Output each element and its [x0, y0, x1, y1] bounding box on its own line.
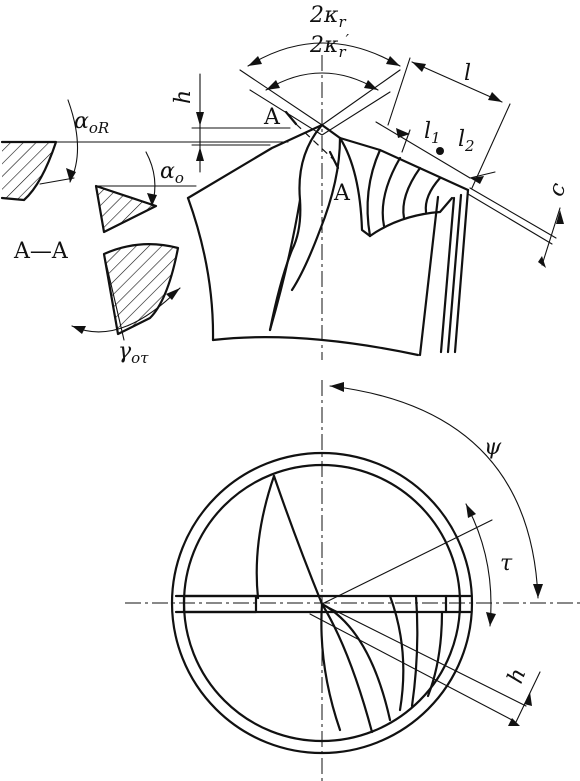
lower-flute-5 [410, 594, 419, 708]
outer-circle [170, 451, 474, 755]
gamma-section-outline [102, 243, 180, 336]
label-gamma-otau: γoτ [118, 339, 149, 367]
chisel-lower-edge [368, 196, 454, 238]
lower-flute-1 [320, 602, 342, 732]
label-tau: τ [500, 551, 513, 576]
alpha-oR-section-fill [2, 142, 56, 200]
lower-flute-3 [320, 602, 392, 722]
lip-curve-3 [402, 166, 422, 220]
kappa-r-arc [247, 42, 401, 67]
lip-curve-4 [424, 176, 442, 214]
h-lower-line-2 [309, 613, 513, 721]
h-arrow-lower [196, 147, 204, 161]
gamma-arrow-right [166, 288, 180, 300]
alpha-o-arrow [147, 193, 157, 206]
label-h-top: h [171, 90, 196, 104]
h-lower-arrow-2 [508, 718, 520, 726]
kappa-rprime-arrow-left [266, 80, 280, 90]
margin-line-1 [446, 193, 463, 354]
alpha-o-section-fill [96, 186, 156, 232]
labels: 2κr 2κr′ l l1 l2 h A A αoR αo A—A γoτ c … [13, 3, 571, 687]
kappa-r-arrow-left [248, 56, 262, 66]
kappa-r-arrow-right [386, 56, 400, 66]
label-section-A-A: A—A [13, 239, 69, 264]
gamma-ref-line [103, 253, 125, 341]
l-ext-left [387, 57, 411, 126]
c-arrow-lower [538, 256, 546, 268]
kappa-prime-line-right [321, 91, 391, 136]
l-ext-right [471, 103, 511, 189]
kappa-prime-line-left [249, 89, 323, 136]
alpha-oR-leader [39, 177, 75, 185]
lower-flute-6 [426, 610, 444, 698]
h-lower-arrow-1 [524, 692, 532, 706]
label-l2: l2 [458, 127, 475, 155]
land-line [418, 195, 440, 357]
psi-arrow-bottom [533, 584, 543, 598]
margin-line-2 [439, 196, 456, 354]
lip-curve-1 [366, 148, 382, 238]
l-dim-line [411, 61, 503, 103]
h-arrow-upper [196, 112, 204, 126]
section-views [0, 99, 197, 341]
h-lower-line-1 [321, 603, 527, 707]
lower-flute-2 [320, 602, 374, 734]
kappa-rprime-arrow-right [364, 80, 378, 90]
lip-curve-2 [381, 156, 402, 228]
section-trace-line [295, 123, 335, 161]
drill-tip-outline [186, 123, 470, 200]
l1-l2-divider-dot [436, 147, 444, 155]
psi-arc [329, 385, 539, 599]
label-l: l [464, 61, 471, 86]
psi-arrow-top [330, 382, 344, 392]
upper-flute-1 [255, 474, 276, 600]
tau-arrow-bottom [486, 612, 496, 626]
drill-right-edge [453, 188, 470, 354]
kappa-line-right [321, 69, 401, 126]
c-ext-line-2 [467, 193, 553, 245]
gamma-section-fill [104, 244, 178, 334]
kappa-rprime-arc [265, 72, 379, 91]
label-c: c [544, 180, 572, 200]
gamma-arrow-left [72, 326, 86, 334]
tau-arrow-top [466, 504, 476, 518]
alpha-o-section-outline [94, 184, 158, 234]
flute-curve-2 [268, 198, 302, 332]
label-A-upper: A [263, 105, 281, 130]
label-h-bottom: h [503, 665, 531, 687]
end-view [125, 380, 580, 781]
lower-flute-4 [388, 594, 405, 712]
label-two-kappa-r-prime: 2κr′ [309, 31, 350, 61]
label-A-lower: A [333, 181, 351, 206]
left-margin-notch [182, 594, 258, 614]
tau-radial-line [321, 519, 493, 605]
tau-arc [465, 503, 492, 627]
label-l1: l1 [424, 119, 441, 147]
label-two-kappa-r: 2κr [309, 3, 346, 31]
l2-arrow [470, 176, 484, 184]
side-view [1, 42, 564, 360]
l-arrow-right [488, 92, 502, 102]
c-ext-line-1 [469, 187, 557, 239]
kappa-line-left [239, 69, 323, 126]
drill-bottom-edge [211, 336, 420, 357]
flute-curve-3 [290, 136, 342, 292]
l1-l2-dim-line [375, 121, 471, 179]
label-psi: ψ [484, 435, 502, 460]
label-alpha-oR: αoR [74, 109, 109, 137]
c-dim-line [541, 207, 561, 266]
c-arrow-upper [556, 210, 564, 224]
upper-flute-2 [272, 474, 324, 606]
flute-curve-4 [338, 136, 372, 238]
alpha-oR-section-outline [0, 140, 58, 202]
drill-left-edge [186, 196, 215, 342]
l1-arrow [396, 128, 410, 138]
label-alpha-o: αo [160, 159, 184, 187]
alpha-oR-arrow [66, 168, 76, 182]
l-arrow-left [412, 62, 426, 72]
l2-tick [469, 171, 496, 179]
